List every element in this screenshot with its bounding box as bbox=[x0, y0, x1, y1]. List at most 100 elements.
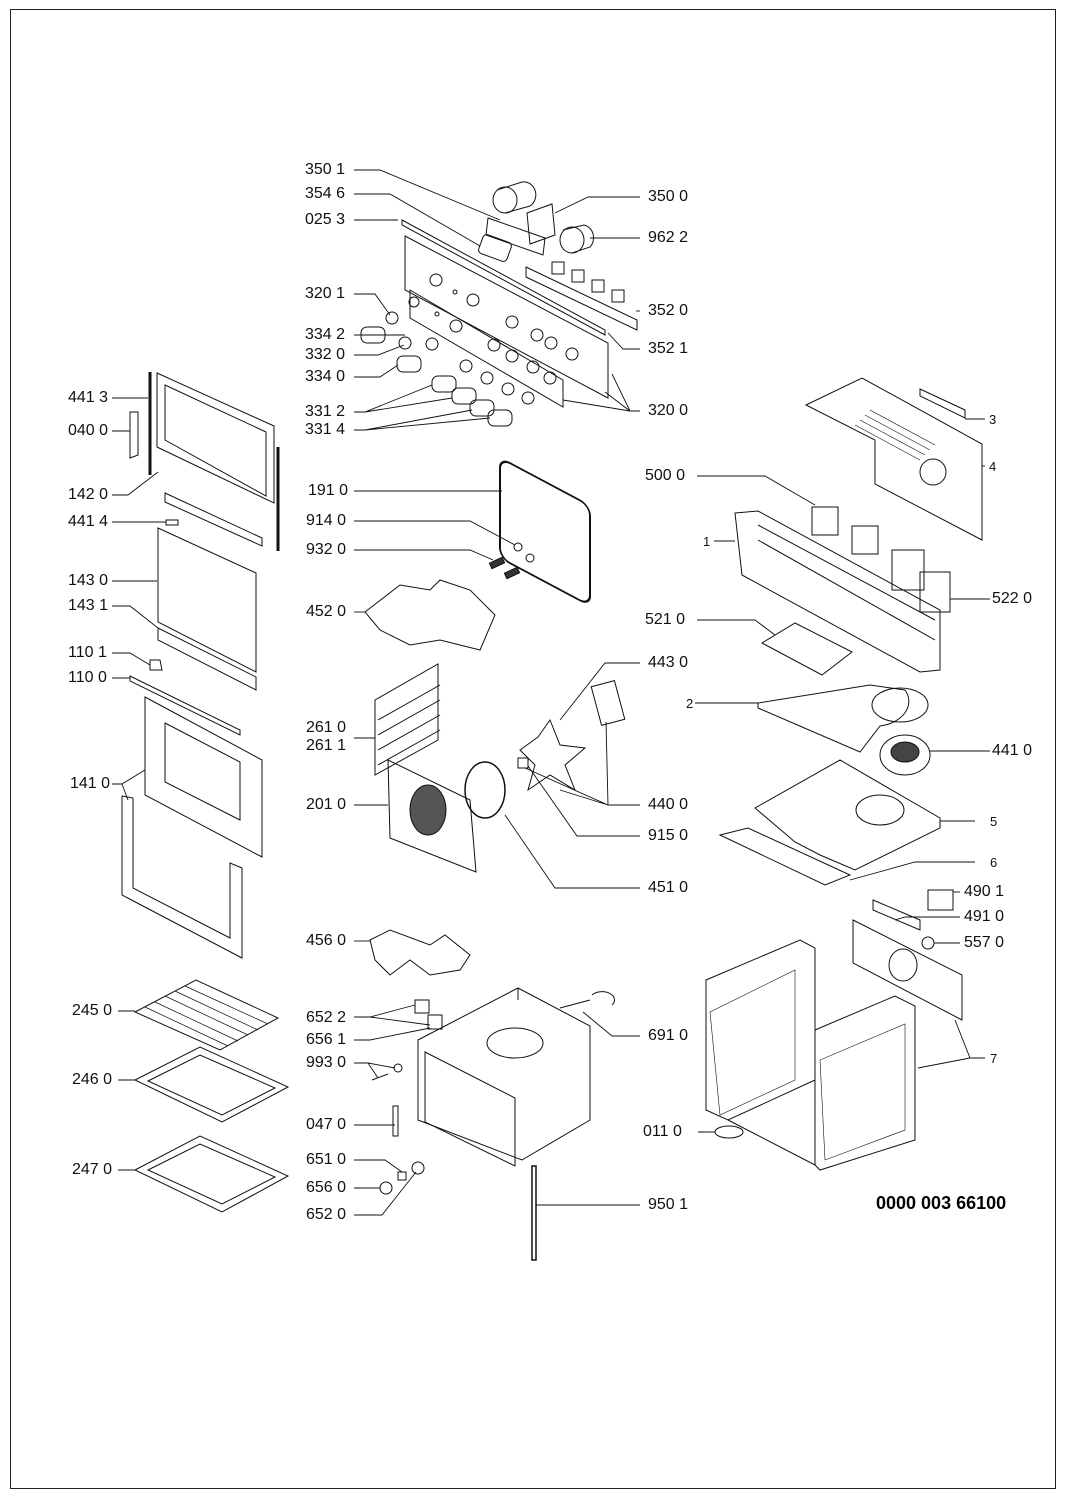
part-outer-glass-141 bbox=[144, 696, 263, 858]
part-lamp-holder-652 bbox=[411, 1161, 425, 1175]
part-back-panel-201 bbox=[387, 759, 477, 873]
part-shelf-supports-261 bbox=[374, 663, 441, 776]
callout-025-3: 025 3 bbox=[305, 211, 346, 228]
part-outer-glass-window bbox=[164, 722, 241, 821]
callout-6: 6 bbox=[990, 855, 998, 870]
callout-962-2: 962 2 bbox=[648, 229, 689, 246]
part-front-frame-1 bbox=[734, 510, 941, 673]
part-foot-011 bbox=[714, 1125, 744, 1139]
control-panel-parts bbox=[354, 169, 640, 431]
accessory-leaders bbox=[118, 1010, 135, 1171]
part-oven-cavity bbox=[417, 987, 591, 1167]
part-switch-500-b bbox=[851, 525, 879, 555]
part-front-frame-rail bbox=[757, 524, 936, 621]
part-tray-246 bbox=[133, 1046, 290, 1123]
part-cooling-fan-441 bbox=[879, 734, 931, 776]
callout-320-0: 320 0 bbox=[648, 402, 689, 419]
part-element-452 bbox=[364, 579, 496, 651]
callout-652-2: 652 2 bbox=[306, 1009, 347, 1026]
callout-320-1: 320 1 bbox=[305, 285, 346, 302]
callout-143-1: 143 1 bbox=[68, 597, 109, 614]
part-nut-914-b bbox=[525, 553, 535, 563]
callout-143-0: 143 0 bbox=[68, 572, 109, 589]
accessory-parts bbox=[118, 979, 290, 1213]
callout-441-3: 441 3 bbox=[68, 389, 109, 406]
part-board-521 bbox=[760, 622, 853, 676]
callout-522-0: 522 0 bbox=[992, 590, 1033, 607]
callout-443-0: 443 0 bbox=[648, 654, 689, 671]
part-lamp-656 bbox=[379, 1181, 393, 1195]
part-hinge-110-1 bbox=[149, 659, 163, 671]
part-probe-691 bbox=[559, 991, 615, 1009]
callout-142-0: 142 0 bbox=[68, 486, 109, 503]
callout-110-0: 110 0 bbox=[68, 669, 107, 686]
part-control-panel bbox=[404, 235, 609, 399]
callout-201-0: 201 0 bbox=[306, 796, 347, 813]
part-gasket-191 bbox=[499, 460, 591, 603]
part-clip-strip bbox=[164, 492, 263, 547]
callout-334-0: 334 0 bbox=[305, 368, 346, 385]
part-spring-932-b bbox=[503, 566, 521, 580]
callout-441-0: 441 0 bbox=[992, 742, 1033, 759]
callout-656-0: 656 0 bbox=[306, 1179, 347, 1196]
callout-110-1: 110 1 bbox=[68, 644, 107, 661]
part-display-board bbox=[526, 203, 556, 245]
callout-691-0: 691 0 bbox=[648, 1027, 689, 1044]
callout-331-2: 331 2 bbox=[305, 403, 346, 420]
callout-932-0: 932 0 bbox=[306, 541, 347, 558]
callout-950-1: 950 1 bbox=[648, 1196, 689, 1213]
part-top-cover-grille bbox=[854, 409, 936, 461]
part-glass-strip-143-1 bbox=[157, 627, 257, 691]
callout-331-4: 331 4 bbox=[305, 421, 346, 438]
part-fan-motor-443 bbox=[590, 679, 626, 727]
part-switch-500-a bbox=[811, 506, 839, 536]
part-duct-plate-5 bbox=[754, 759, 941, 871]
callout-040-0: 040 0 bbox=[68, 422, 109, 439]
callout-1: 1 bbox=[703, 534, 711, 549]
part-top-cover-4 bbox=[804, 377, 983, 541]
callout-914-0: 914 0 bbox=[306, 512, 347, 529]
callout-352-0: 352 0 bbox=[648, 302, 689, 319]
part-trim-strip bbox=[401, 219, 606, 336]
housing-leaders bbox=[695, 418, 990, 1133]
part-inner-frame-142 bbox=[156, 372, 275, 504]
part-bar-110 bbox=[129, 675, 241, 736]
callout-352-1: 352 1 bbox=[648, 340, 689, 357]
callout-4: 4 bbox=[989, 459, 997, 474]
part-lamp-652-2 bbox=[414, 999, 430, 1014]
callout-261-1: 261 1 bbox=[306, 737, 347, 754]
part-ring-element-451 bbox=[464, 761, 506, 819]
part-tray-247 bbox=[133, 1135, 290, 1213]
document-number: 0000 003 66100 bbox=[876, 1193, 1007, 1213]
callout-245-0: 245 0 bbox=[72, 1002, 113, 1019]
part-sensor-490 bbox=[927, 889, 954, 911]
part-cap-962 bbox=[559, 226, 585, 254]
part-screw-993 bbox=[371, 1073, 389, 1081]
part-back-wall-fan bbox=[888, 948, 918, 982]
part-module-522-a bbox=[891, 549, 925, 591]
callout-500-0: 500 0 bbox=[645, 467, 686, 484]
callout-334-2: 334 2 bbox=[305, 326, 346, 343]
callout-261-0: 261 0 bbox=[306, 719, 347, 736]
callout-456-0: 456 0 bbox=[306, 932, 347, 949]
panel-holes bbox=[408, 273, 579, 385]
housing-parts bbox=[695, 377, 990, 1171]
callout-440-0: 440 0 bbox=[648, 796, 689, 813]
part-hinge-040 bbox=[129, 411, 139, 459]
callout-5: 5 bbox=[990, 814, 998, 829]
part-cap-top-body bbox=[496, 181, 537, 214]
part-frame-141 bbox=[121, 795, 243, 959]
part-nut-915 bbox=[517, 757, 529, 769]
page-border bbox=[10, 9, 1056, 1489]
callout-7: 7 bbox=[990, 1051, 998, 1066]
part-module-522-b bbox=[919, 571, 951, 613]
part-nut-914-a bbox=[513, 542, 523, 552]
callout-350-0: 350 0 bbox=[648, 188, 689, 205]
callout-656-1: 656 1 bbox=[306, 1031, 347, 1048]
part-seal-950 bbox=[531, 1165, 537, 1261]
door-leaders bbox=[112, 397, 166, 801]
callout-350-1: 350 1 bbox=[305, 161, 346, 178]
part-thermostat-557 bbox=[921, 936, 935, 950]
callout-141-0: 141 0 bbox=[70, 775, 111, 792]
